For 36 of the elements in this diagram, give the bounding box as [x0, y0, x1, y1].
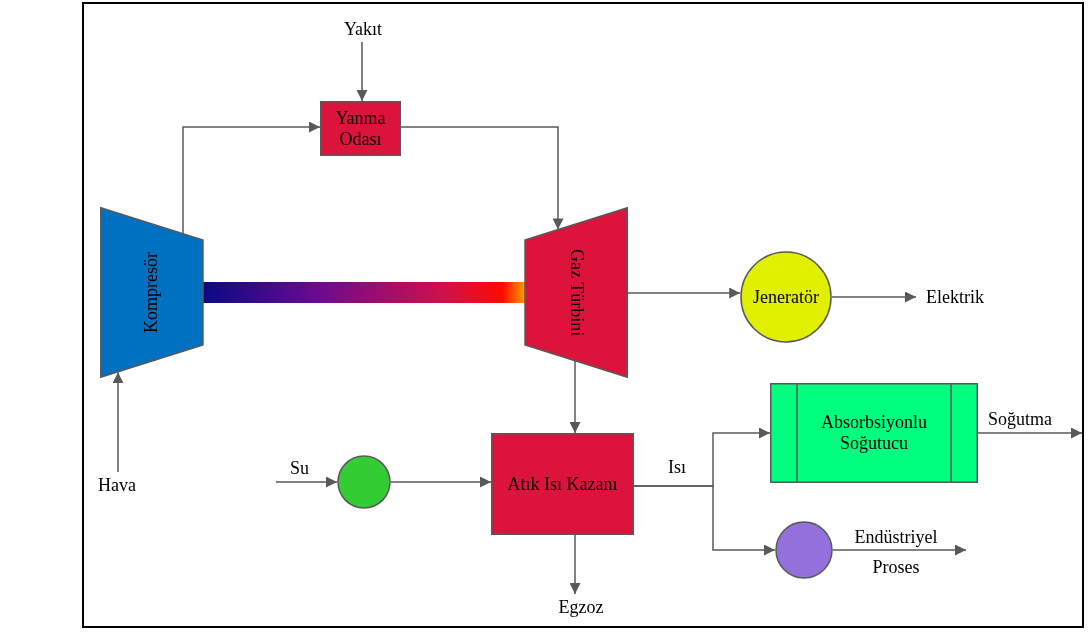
flow-label: Elektrik [926, 286, 984, 308]
arrow [112, 371, 124, 473]
circle-node [740, 251, 832, 343]
node-label: Jeneratör [753, 286, 819, 308]
shaft-bar [203, 282, 525, 303]
node-label: Gaz Türbini [566, 248, 587, 337]
arrow [356, 41, 368, 102]
arrow [390, 476, 492, 488]
arrow [400, 126, 564, 231]
turbine-trapezoid [525, 207, 628, 378]
edge-label: Soğutma [988, 408, 1052, 431]
node-label: Absorbsiyonlu Soğutucu [820, 412, 928, 454]
arrow [831, 291, 917, 303]
node-label: Atık Isı Kazanı [507, 473, 618, 495]
process-box [491, 433, 634, 535]
circle-node [775, 521, 833, 579]
process-box [320, 101, 401, 156]
edge-label: Endüstriyel Proses [853, 526, 939, 579]
arrow [627, 287, 741, 299]
flow-label: Hava [98, 474, 136, 496]
node-label: Kompresör [141, 252, 162, 333]
flow-label: Yakıt [343, 18, 383, 40]
arrow [832, 544, 967, 556]
arrow [977, 427, 1083, 439]
edge-label: Su [290, 457, 309, 480]
arrow [569, 534, 581, 595]
flow-label: Egzoz [558, 596, 604, 618]
edge-label: Isı [668, 456, 686, 479]
circle-node [337, 455, 391, 509]
chiller-box [770, 383, 978, 483]
arrow [182, 121, 321, 235]
compressor-trapezoid [100, 207, 203, 378]
arrow [569, 360, 581, 434]
arrow [275, 476, 338, 488]
node-label: Yanma Odası [334, 107, 387, 150]
arrow [633, 485, 776, 556]
